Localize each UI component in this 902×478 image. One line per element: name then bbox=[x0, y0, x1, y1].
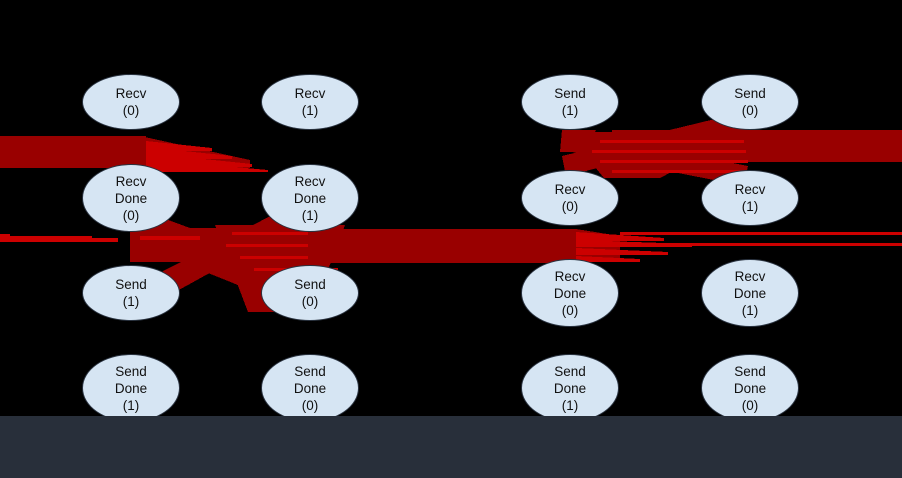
edge-left-x-fray-1 bbox=[232, 232, 330, 235]
edge-right-x-fill bbox=[566, 132, 748, 178]
node-recv-1-r1c2[interactable]: Recv (1) bbox=[261, 74, 359, 130]
node-send-done-0-r4c4[interactable]: Send Done (0) bbox=[701, 354, 799, 422]
edge-mid-fray-4 bbox=[576, 256, 640, 262]
node-send-1-r1c3[interactable]: Send (1) bbox=[521, 74, 619, 130]
edge-mid-fray-3 bbox=[576, 248, 668, 255]
node-label: Recv (1) bbox=[734, 182, 766, 214]
node-label: Send Done (1) bbox=[553, 363, 587, 413]
node-recv-1-r2c4[interactable]: Recv (1) bbox=[701, 170, 799, 226]
node-label: Send (1) bbox=[115, 277, 147, 309]
node-label: Send Done (0) bbox=[293, 363, 327, 413]
node-label: Recv Done (0) bbox=[553, 268, 587, 318]
edge-right-x-fray-1 bbox=[600, 140, 744, 143]
node-recv-done-1-r3c4[interactable]: Recv Done (1) bbox=[701, 259, 799, 327]
edge-recv0-fray-4 bbox=[146, 159, 268, 172]
node-send-done-1-r4c1[interactable]: Send Done (1) bbox=[82, 354, 180, 422]
node-label: Recv (0) bbox=[554, 182, 586, 214]
node-recv-done-0-r2c1[interactable]: Recv Done (0) bbox=[82, 164, 180, 232]
node-label: Recv (0) bbox=[115, 86, 147, 118]
node-recv-0-r2c3[interactable]: Recv (0) bbox=[521, 170, 619, 226]
edge-band-mid-center bbox=[308, 229, 576, 263]
node-recv-done-0-r3c3[interactable]: Recv Done (0) bbox=[521, 259, 619, 327]
node-label: Send (1) bbox=[554, 86, 586, 118]
edge-right-x-fray-2 bbox=[592, 150, 746, 153]
edge-left-x-fray-2 bbox=[226, 244, 330, 247]
edge-band-left-lowthin bbox=[0, 238, 118, 242]
node-label: Recv Done (1) bbox=[293, 173, 327, 223]
node-send-0-r3c2[interactable]: Send (0) bbox=[261, 265, 359, 321]
node-label: Recv Done (0) bbox=[114, 173, 148, 223]
node-label: Send (0) bbox=[294, 277, 326, 309]
edge-band-right-lowthin bbox=[620, 232, 902, 235]
edge-mid-fray-1 bbox=[576, 232, 664, 241]
node-label: Recv Done (1) bbox=[733, 268, 767, 318]
edge-band-left-lowthin2 bbox=[140, 236, 200, 240]
edge-band-right-lowthin2 bbox=[660, 243, 902, 246]
edge-recv0-fray-1 bbox=[146, 141, 212, 151]
edge-band-left-edge-thin bbox=[0, 236, 92, 239]
node-label: Recv (1) bbox=[294, 86, 326, 118]
node-label: Send Done (0) bbox=[733, 363, 767, 413]
edge-send1-stub bbox=[560, 130, 596, 152]
node-send-done-1-r4c3[interactable]: Send Done (1) bbox=[521, 354, 619, 422]
edge-right-x-fray-3 bbox=[600, 160, 748, 163]
node-recv-0-r1c1[interactable]: Recv (0) bbox=[82, 74, 180, 130]
node-send-0-r1c4[interactable]: Send (0) bbox=[701, 74, 799, 130]
footer-bar bbox=[0, 416, 902, 478]
node-label: Send (0) bbox=[734, 86, 766, 118]
node-label: Send Done (1) bbox=[114, 363, 148, 413]
node-send-1-r3c1[interactable]: Send (1) bbox=[82, 265, 180, 321]
edge-band-left-top bbox=[0, 136, 146, 168]
node-recv-done-1-r2c2[interactable]: Recv Done (1) bbox=[261, 164, 359, 232]
edge-right-x-fray-4 bbox=[612, 170, 740, 173]
node-send-done-0-r4c2[interactable]: Send Done (0) bbox=[261, 354, 359, 422]
